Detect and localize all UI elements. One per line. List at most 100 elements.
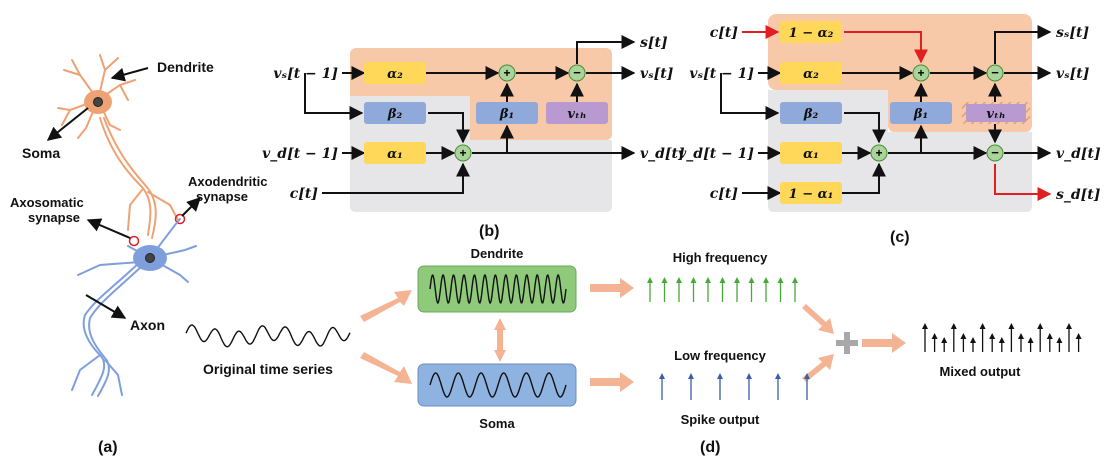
blue-spike-head [688,373,694,379]
b-input-vs: vₛ[t − 1] [273,66,338,82]
green-spike-head [734,277,740,283]
label-soma-box: Soma [479,416,515,431]
green-spike-head [777,277,784,283]
label-mixed-output: Mixed output [940,364,1022,379]
c-input-vd: v_d[t − 1] [678,146,754,162]
label-axodendritic-2: synapse [196,189,248,204]
mixed-spike-head [1046,333,1053,339]
c-beta2-box [780,102,842,124]
panel-b-diagram: α₂ β₂ α₁ β₁ vₜₕ + − + vₛ[t − 1] v_d[t − … [262,35,685,240]
c-alpha2-label: α₂ [803,67,819,82]
c-beta1-label: β₁ [913,107,928,122]
mixed-spike-head [1008,323,1015,329]
c-sum-node-top: + [912,64,930,82]
c-alpha2-box [780,62,842,84]
b-beta1-box [476,102,538,124]
panel-c-wires [720,25,1052,200]
c-one-minus-alpha1-box [780,182,842,204]
green-spike-head [705,277,711,283]
caption-c: (c) [890,229,910,246]
mixed-spike-head [950,323,957,329]
mixed-spike-head [970,337,976,343]
b-vth-box [546,102,608,124]
b-beta1-label: β₁ [499,107,514,122]
upper-nucleus [93,97,103,107]
plus-vertical [844,332,850,354]
dendrite-filter-box [417,265,577,313]
label-axosomatic-1: Axosomatic [10,195,84,210]
soma-pointer [46,107,89,141]
panel-b-wires [304,35,636,194]
c-input-c-top: c[t] [710,25,739,41]
blue-spike-head [659,373,665,379]
label-axodendritic-1: Axodendritic [188,174,267,189]
c-one-minus-alpha2-box [780,21,842,43]
upper-neuron-dendrites [57,54,179,239]
mixed-spike-head [989,333,996,339]
b-input-c: c[t] [290,186,319,202]
original-time-series-wave [185,324,351,348]
c-one-minus-alpha1-label: 1 − α₁ [789,187,834,202]
label-low-frequency: Low frequency [674,348,767,363]
blue-spike-head [717,373,723,379]
label-dendrite-box: Dendrite [471,246,524,261]
label-original-series: Original time series [203,361,333,377]
c-output-ss: sₛ[t] [1056,25,1089,41]
green-spike-head [676,277,682,283]
dendrite-pointer [110,67,149,82]
axosomatic-pointer [86,218,131,239]
c-output-sd: s_d[t] [1056,187,1101,203]
caption-d: (d) [700,439,720,456]
panel-c-diagram: 1 − α₂ α₂ β₂ α₁ 1 − α₁ β₁ vₜₕ + − + − c[… [678,14,1101,246]
label-soma: Soma [22,145,60,161]
b-output-vs: vₛ[t] [640,66,674,82]
label-dendrite: Dendrite [157,59,214,75]
green-spike-head [690,277,697,283]
green-spike-head [647,277,653,283]
axodendritic-pointer [181,197,201,217]
blue-spike-head [804,373,810,379]
high-frequency-spikes [647,277,798,302]
green-spike-head [719,277,726,283]
svg-text:−: − [573,65,581,80]
soma-low-freq-wave [429,372,567,398]
b-alpha1-box [364,142,426,164]
mixed-spike-head [1066,323,1072,329]
b-alpha1-label: α₁ [387,147,403,162]
b-input-vd: v_d[t − 1] [262,146,338,162]
axosomatic-synapse-marker [128,235,140,247]
svg-text:+: + [875,146,882,160]
c-minus-node-bottom: − [986,144,1004,162]
b-beta2-label: β₂ [387,107,403,122]
c-beta2-label: β₂ [803,107,819,122]
c-output-vs: vₛ[t] [1056,66,1090,82]
panel-c-red-wires [742,25,1052,201]
axodendritic-synapse-marker [174,213,186,225]
label-high-frequency: High frequency [673,250,768,265]
mixed-spike-head [941,337,948,343]
svg-text:−: − [991,65,999,80]
mixed-spike-head [1018,333,1024,339]
green-spike-head [763,277,769,283]
mixed-spike-head [1075,333,1082,339]
mixed-spike-head [922,323,928,329]
c-beta1-box [890,102,952,124]
b-output-s: s[t] [640,35,668,51]
blue-spike-head [746,373,752,379]
label-spike-output: Spike output [681,412,760,427]
svg-text:+: + [503,66,510,80]
c-alpha1-box [780,142,842,164]
c-output-vd: v_d[t] [1056,146,1101,162]
b-vth-label: vₜₕ [567,107,586,122]
axon-pointer [85,294,127,319]
b-alpha2-box [364,62,426,84]
low-frequency-spikes [659,373,810,400]
c-input-c: c[t] [710,186,739,202]
svg-text:+: + [917,66,924,80]
lower-nucleus [145,253,155,263]
dendrite-high-freq-wave [429,273,567,305]
mixed-spike-head [931,333,938,339]
mixed-spike-head [1037,323,1044,329]
b-alpha2-label: α₂ [387,67,403,82]
